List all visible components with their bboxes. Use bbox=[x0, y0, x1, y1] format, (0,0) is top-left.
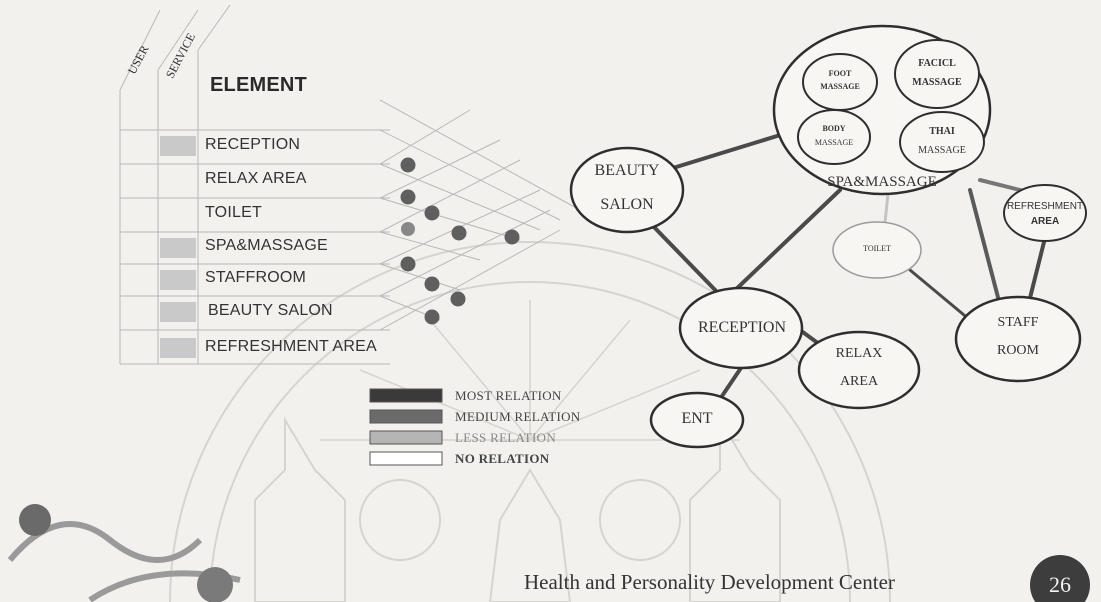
bubble-reception bbox=[678, 286, 804, 370]
watermark-seal bbox=[169, 241, 891, 602]
beauty-salon-line2: SALON bbox=[600, 196, 654, 213]
bubble-toilet bbox=[832, 221, 922, 279]
center-name: Health and Personality Development Cente… bbox=[524, 570, 895, 594]
row-label: RECEPTION bbox=[205, 136, 301, 153]
staff-room-label: STAFF ROOM bbox=[968, 314, 1068, 359]
thai-massage-line1: THAI bbox=[929, 126, 955, 137]
row-label: RELAX AREA bbox=[205, 170, 307, 187]
toilet-label: TOILET bbox=[863, 244, 891, 253]
spa-massage-label: SPA&MASSAGE bbox=[827, 174, 937, 190]
foot-massage-line2: MASSAGE bbox=[820, 82, 860, 91]
facial-massage-line1: FACICL bbox=[918, 58, 956, 69]
relax-area-line2: AREA bbox=[839, 373, 879, 389]
refreshment-label: REFRESHMENT AREA bbox=[1000, 201, 1090, 228]
bubble-body-massage bbox=[797, 109, 871, 165]
reception-label: RECEPTION bbox=[698, 319, 786, 336]
bubble-entrance bbox=[649, 391, 745, 449]
bubble-refreshment bbox=[1003, 184, 1087, 242]
legend-label: NO RELATION bbox=[455, 451, 550, 466]
body-massage-label: BODY MASSAGE bbox=[799, 124, 869, 148]
row-label: SPA&MASSAGE bbox=[205, 237, 328, 254]
facial-massage-line2: MASSAGE bbox=[912, 76, 962, 88]
bubble-facial-massage bbox=[894, 39, 980, 109]
relation-dots bbox=[400, 157, 520, 325]
facial-massage-label: FACICL MASSAGE bbox=[897, 58, 977, 89]
relation-dot bbox=[424, 276, 440, 292]
bubble-connections bbox=[650, 130, 1047, 404]
legend-label: MEDIUM RELATION bbox=[455, 409, 581, 424]
foot-massage-line1: FOOT bbox=[828, 69, 852, 78]
bubble-beauty-salon bbox=[569, 146, 685, 234]
header-element: ELEMENT bbox=[210, 74, 307, 96]
relation-dot bbox=[451, 225, 467, 241]
relation-dot bbox=[424, 309, 440, 325]
page-number: 26 bbox=[1049, 572, 1071, 597]
relation-dot bbox=[504, 229, 520, 245]
legend-label: MOST RELATION bbox=[455, 388, 562, 403]
relation-dot bbox=[400, 157, 416, 173]
decorative-swirl bbox=[7, 504, 241, 602]
legend-swatches bbox=[369, 388, 443, 466]
bubble-relax-area bbox=[797, 330, 921, 410]
body-massage-line1: BODY bbox=[822, 124, 846, 133]
relation-dot bbox=[424, 205, 440, 221]
refreshment-line2: AREA bbox=[1030, 215, 1060, 227]
relax-area-line1: RELAX bbox=[835, 346, 883, 361]
page-number-badge bbox=[1030, 555, 1090, 602]
foot-massage-label: FOOT MASSAGE bbox=[805, 69, 875, 92]
row-label: STAFFROOM bbox=[205, 269, 307, 286]
beauty-salon-label: BEAUTY SALON bbox=[577, 161, 677, 215]
entrance-label: ENT bbox=[681, 410, 713, 427]
relation-dot bbox=[400, 189, 416, 205]
bubbles bbox=[569, 24, 1087, 449]
service-marks bbox=[160, 136, 196, 358]
body-massage-line2: MASSAGE bbox=[814, 138, 854, 147]
staff-room-line1: STAFF bbox=[997, 315, 1039, 330]
row-label: BEAUTY SALON bbox=[208, 302, 333, 319]
row-label: REFRESHMENT AREA bbox=[205, 338, 377, 355]
thai-massage-label: THAI MASSAGE bbox=[902, 126, 982, 157]
legend-label: LESS RELATION bbox=[455, 430, 557, 445]
staff-room-line2: ROOM bbox=[996, 342, 1039, 358]
refreshment-line1: REFRESHMENT bbox=[1006, 201, 1084, 212]
bubble-staff-room bbox=[954, 295, 1082, 383]
row-label: TOILET bbox=[205, 204, 262, 221]
relation-dot bbox=[401, 222, 415, 236]
beauty-salon-line1: BEAUTY bbox=[594, 162, 660, 179]
bubble-thai-massage bbox=[899, 111, 985, 173]
relation-dot bbox=[400, 256, 416, 272]
thai-massage-line2: MASSAGE bbox=[918, 144, 966, 156]
relation-dot bbox=[450, 291, 466, 307]
relax-area-label: RELAX AREA bbox=[809, 345, 909, 390]
